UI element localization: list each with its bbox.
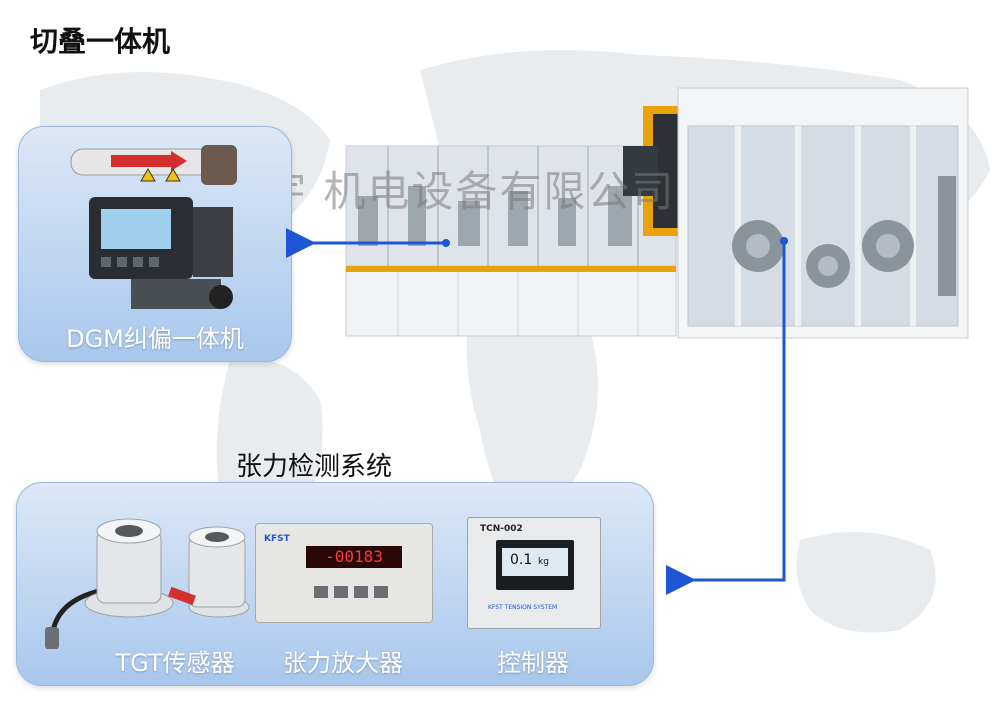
controller-label: 控制器	[497, 649, 569, 677]
arrow-to-controller	[666, 237, 788, 595]
controller-unit: kg	[538, 557, 549, 567]
dgm-web-guide-image	[70, 145, 237, 309]
dgm-panel: DGM纠偏一体机	[18, 126, 292, 362]
amplifier-button[interactable]	[314, 586, 328, 598]
amplifier-display: -00183	[306, 546, 402, 568]
amplifier-button[interactable]	[354, 586, 368, 598]
arrow-to-dgm	[286, 228, 450, 258]
amplifier-button[interactable]	[374, 586, 388, 598]
tgt-sensor-label: TGT传感器	[115, 649, 235, 677]
tension-system-title: 张力检测系统	[236, 452, 393, 482]
controller-screen: 0.1 kg	[496, 540, 574, 590]
cut-stack-machine-image	[345, 87, 969, 339]
tension-panel: TGT传感器 KFST -00183 张力放大器 TCN-002 0.1 kg …	[16, 482, 654, 686]
controller-footer: KFST TENSION SYSTEM	[488, 604, 558, 611]
controller-model: TCN-002	[480, 524, 523, 534]
tgt-sensor-image	[45, 518, 250, 649]
page-title: 切叠一体机	[30, 25, 171, 58]
dgm-label: DGM纠偏一体机	[66, 325, 244, 353]
tension-amplifier-label: 张力放大器	[283, 649, 403, 677]
amplifier-brand: KFST	[264, 534, 290, 544]
amplifier-button[interactable]	[334, 586, 348, 598]
controller-device: TCN-002 0.1 kg KFST TENSION SYSTEM	[467, 517, 601, 629]
tension-amplifier-device: KFST -00183	[255, 523, 433, 623]
controller-reading: 0.1	[510, 552, 533, 568]
